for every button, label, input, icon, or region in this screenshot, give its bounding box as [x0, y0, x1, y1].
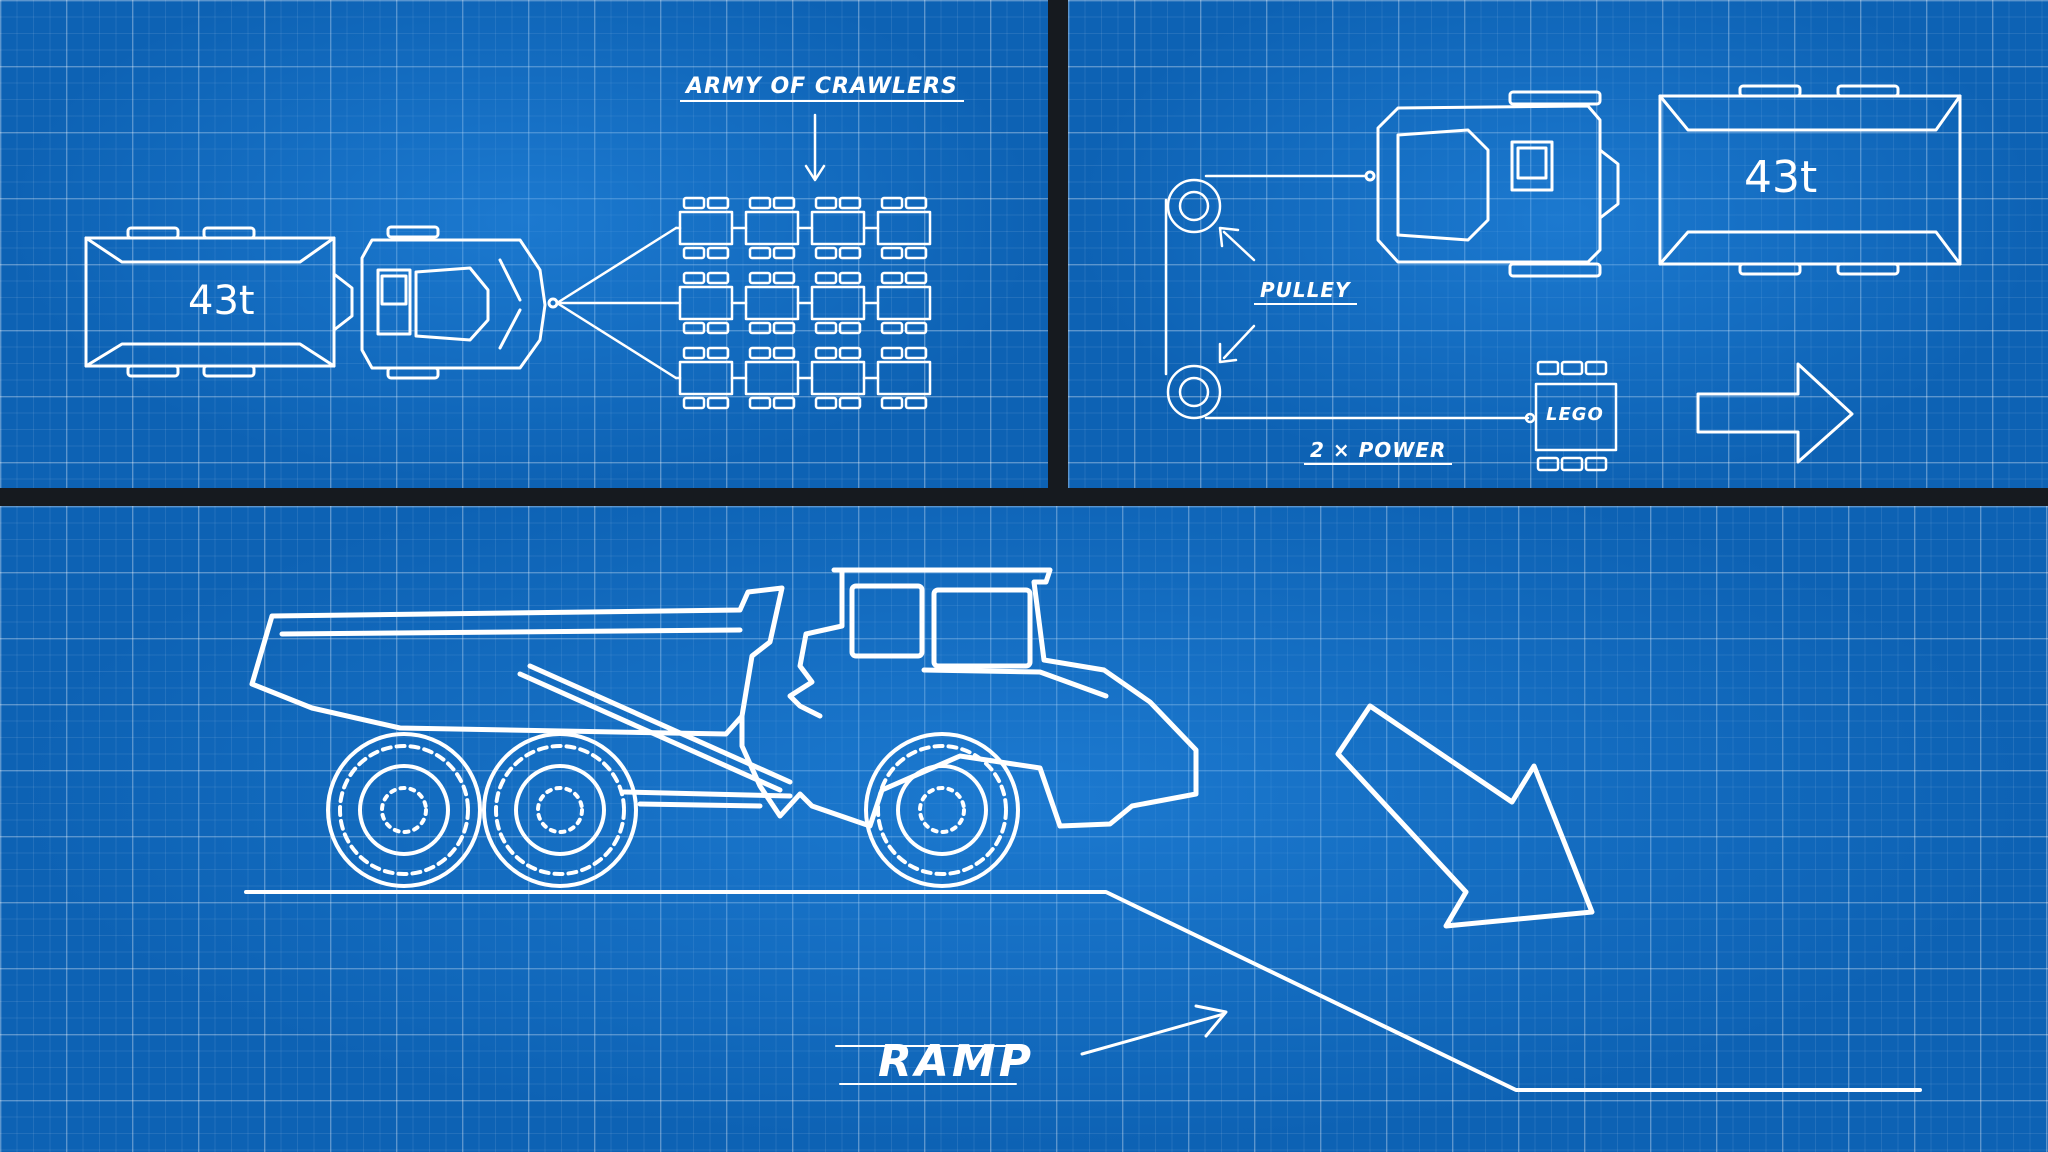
load-label-top-right: 43t: [1744, 152, 1818, 203]
lego-label: LEGO: [1546, 404, 1604, 425]
truck-body-side: [249, 585, 785, 737]
truck-wheels: [326, 732, 1020, 888]
pulley-system: [1164, 174, 1618, 472]
crawler: [678, 285, 734, 321]
ramp-surface: [244, 890, 1922, 1092]
crawler: [810, 360, 866, 396]
lego-brick: [1534, 382, 1618, 452]
crawler-grid: [674, 196, 932, 410]
truck-cab-top: [1376, 104, 1602, 264]
army-of-crawlers-label: ARMY OF CRAWLERS: [680, 74, 964, 102]
dump-truck-side-view: [249, 567, 1199, 829]
pulley-wheel-top: [1166, 178, 1222, 234]
crawler: [810, 210, 866, 246]
truck-cab-side: [739, 567, 1199, 829]
bottom-diagram: [244, 567, 1922, 1092]
dump-truck-top-view: [1364, 84, 1962, 278]
crawler: [876, 285, 932, 321]
crawler: [876, 210, 932, 246]
crawlers-pointer-arrow: [804, 113, 826, 182]
ramp-pointer-arrow: [1080, 1004, 1228, 1056]
wheel-rear-2: [482, 732, 638, 888]
ramp-label: RAMP: [878, 1036, 1034, 1087]
direction-arrow-right: [1696, 362, 1854, 464]
dump-truck-top-view: [84, 225, 559, 380]
panel-ramp: RAMP: [0, 506, 2048, 1152]
pulley-wheel-bottom: [1166, 364, 1222, 420]
wheel-rear-1: [326, 732, 482, 888]
crawler: [810, 285, 866, 321]
crawler: [744, 210, 800, 246]
wheel-front: [864, 732, 1020, 888]
direction-arrow-down-right: [1335, 703, 1595, 929]
power-label: 2 × POWER: [1304, 438, 1453, 465]
crawler: [678, 360, 734, 396]
top-right-diagram: [1164, 84, 1962, 472]
crawler: [744, 285, 800, 321]
pulley-label: PULLEY: [1254, 278, 1357, 305]
crawler: [876, 360, 932, 396]
ramp-label-underline: [835, 1045, 1021, 1085]
panel-pulley: 43t PULLEY 2 × POWER LEGO: [1068, 0, 2048, 488]
crawler: [744, 360, 800, 396]
panel-army-of-crawlers: 43t ARMY OF CRAWLERS: [0, 0, 1048, 488]
top-left-diagram: [84, 113, 932, 410]
truck-body-top: [1658, 94, 1962, 266]
truck-cab-top: [360, 238, 547, 370]
load-label-top-left: 43t: [188, 278, 255, 324]
crawler: [678, 210, 734, 246]
tow-lines: [555, 226, 678, 380]
